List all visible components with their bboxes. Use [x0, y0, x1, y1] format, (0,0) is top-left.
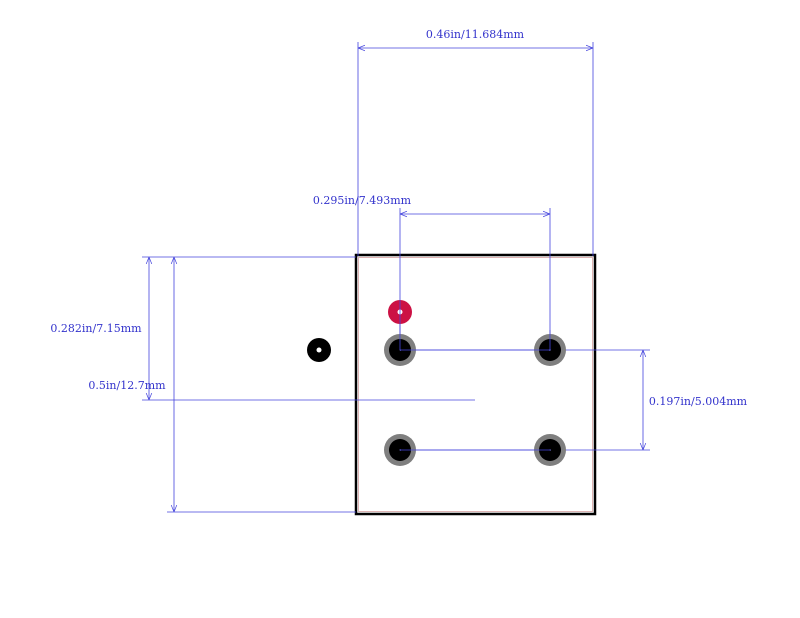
dimension-total-width	[357, 42, 594, 256]
component-outline	[354, 253, 597, 516]
dimension-pin-offset-y-label: 0.282in/7.15mm	[50, 322, 142, 335]
pin1-reference-dot	[307, 338, 331, 362]
dimension-total-width-label: 0.46in/11.684mm	[426, 28, 525, 41]
dimension-pad-pitch-x	[399, 208, 551, 350]
dimension-pin-offset-y	[142, 256, 475, 401]
dimension-pad-pitch-y-label: 0.197in/5.004mm	[649, 395, 748, 408]
dimension-pad-pitch-x-label: 0.295in/7.493mm	[313, 194, 412, 207]
dimension-overlay-lines	[399, 300, 551, 451]
dimension-total-height	[167, 257, 356, 513]
dimension-total-height-label: 0.5in/12.7mm	[88, 379, 166, 392]
pad-4-label: 4	[549, 448, 551, 452]
